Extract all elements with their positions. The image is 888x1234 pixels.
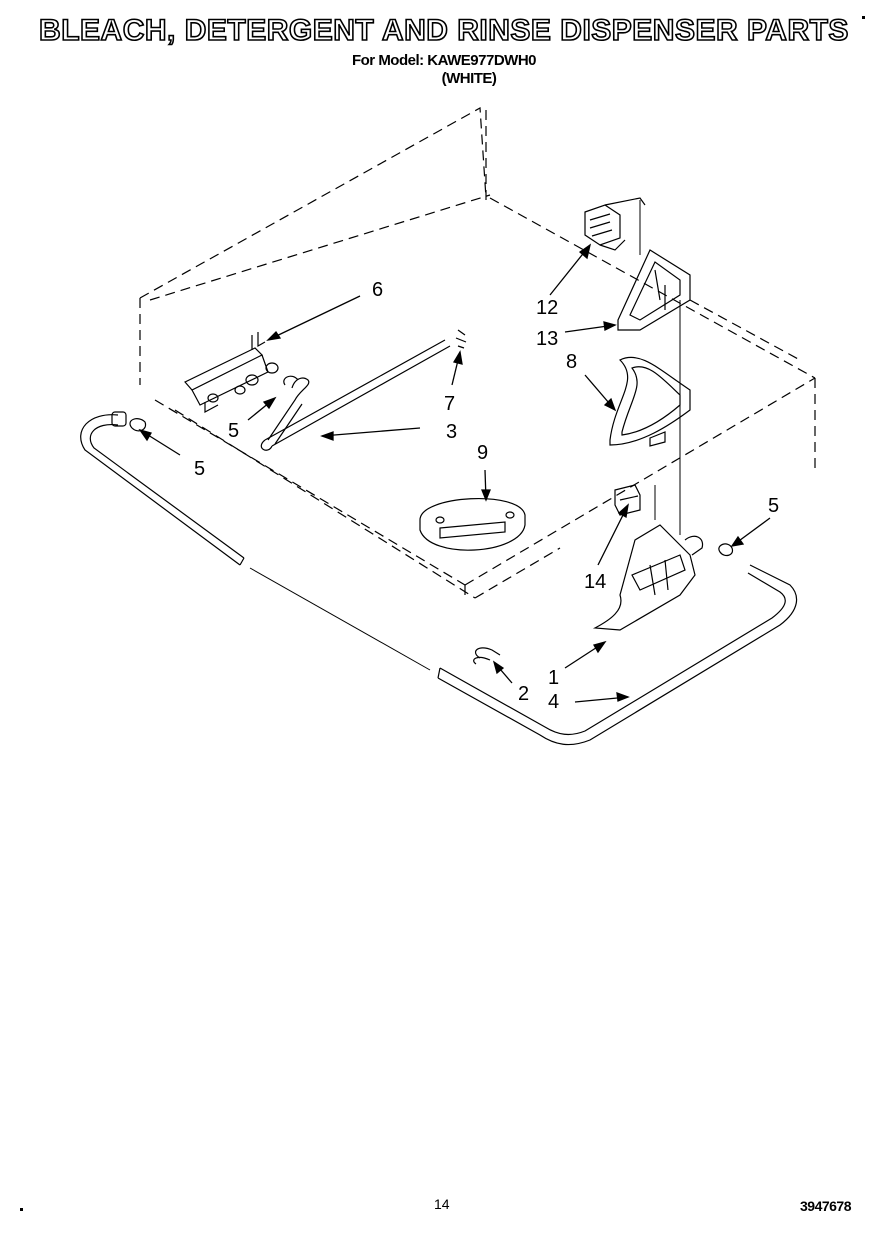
callout-5-right: 5: [768, 495, 779, 517]
part-14-bracket: [614, 484, 641, 516]
callout-3: 3: [446, 421, 457, 443]
callout-5-upper: 5: [228, 420, 239, 442]
left-hose: [80, 411, 431, 671]
model-line: For Model: KAWE977DWH0: [351, 52, 537, 69]
part-8-gasket: [609, 356, 691, 447]
assembly-guide-lines: [639, 200, 681, 535]
corner-mark-bottom-left: [20, 1208, 23, 1211]
callout-8: 8: [566, 351, 577, 373]
callout-12: 12: [536, 297, 558, 319]
variant-line: (WHITE): [441, 70, 497, 87]
part-6-bracket: [184, 332, 279, 414]
part-9-cup: [419, 497, 526, 551]
corner-mark-top-right: [862, 16, 865, 19]
callout-6: 6: [372, 279, 383, 301]
part-3-tube: [260, 339, 451, 451]
page-title: BLEACH, DETERGENT AND RINSE DISPENSER PA…: [38, 13, 849, 48]
part-5-clamps: [129, 375, 734, 557]
page-number: 14: [434, 1196, 450, 1212]
part-1-housing: [592, 524, 704, 631]
callout-4: 4: [548, 691, 559, 713]
part-4-hose: [437, 564, 798, 746]
part-2-clip: [473, 647, 501, 665]
callout-7: 7: [444, 393, 455, 415]
callout-1: 1: [548, 667, 559, 689]
document-number: 3947678: [800, 1198, 852, 1214]
callout-2: 2: [518, 683, 529, 705]
cabinet-outline: [139, 107, 816, 600]
callout-5-left: 5: [194, 458, 205, 480]
callout-13: 13: [536, 328, 558, 350]
part-13-dispenser: [617, 249, 691, 331]
callout-9: 9: [477, 442, 488, 464]
part-7-clip: [455, 329, 467, 349]
callout-14: 14: [584, 571, 606, 593]
part-12-cap: [584, 197, 646, 251]
leader-lines: [138, 243, 771, 703]
